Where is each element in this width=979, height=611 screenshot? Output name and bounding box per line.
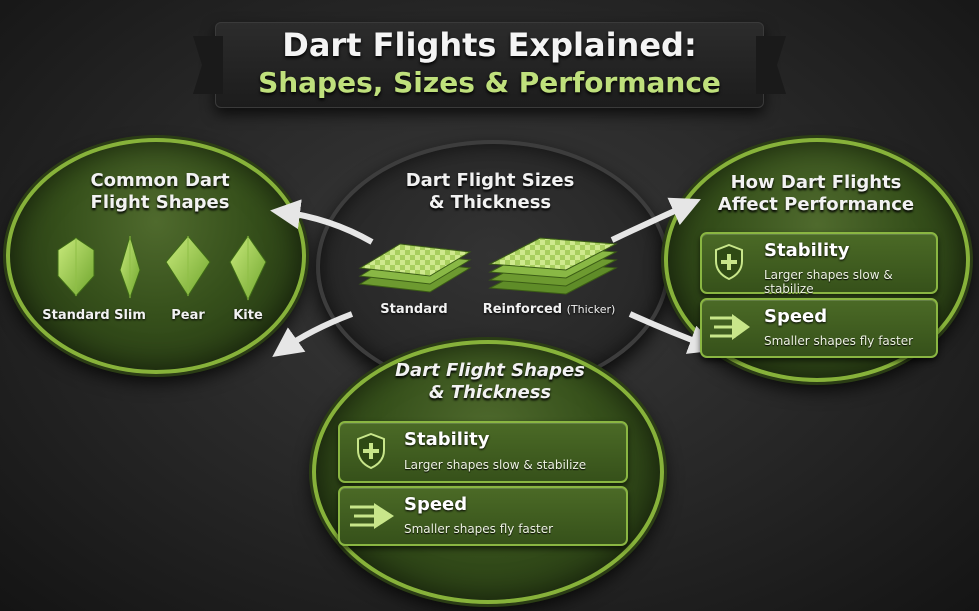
reinforced-label-text: Reinforced [482,302,563,317]
size-label-reinforced: Reinforced (Thicker) [478,302,620,317]
flight-pear-icon [165,235,211,297]
shape-label-kite: Kite [233,308,263,323]
flight-kite-icon [229,235,267,302]
arrow-to-performance [610,197,701,243]
sizes-heading: Dart Flight Sizes & Thickness [380,170,600,213]
bottom-speed-card: Speed Smaller shapes fly faster [338,486,628,546]
performance-heading: How Dart Flights Affect Performance [706,172,926,215]
shapes-heading-line1: Common Dart [90,170,230,191]
flight-standard-icon [57,237,95,297]
shapes-heading: Common Dart Flight Shapes [60,170,260,213]
performance-stability-card: Stability Larger shapes slow & stabilize [700,232,938,296]
bottom-heading: Dart Flight Shapes & Thickness [370,360,610,403]
arrow-to-left-bottom [272,311,354,357]
flight-slim-icon [119,234,141,300]
shape-label-slim: Slim [114,308,146,323]
size-label-standard: Standard [380,302,448,317]
shield-plus-icon [714,243,744,284]
main-subtitle: Shapes, Sizes & Performance [258,66,721,99]
bottom-speed-title: Speed [404,494,468,515]
bottom-heading-line2: & Thickness [428,381,552,403]
shape-label-standard: Standard [42,308,110,323]
reinforced-flight-stack-icon [488,237,618,295]
shield-plus-icon [356,432,386,473]
sizes-heading-line1: Dart Flight Sizes [405,170,575,191]
speed-arrow-icon [350,501,396,535]
arrow-to-speed [628,311,720,354]
bottom-heading-line1: Dart Flight Shapes [395,360,585,381]
sizes-heading-line2: & Thickness [428,191,552,213]
performance-speed-card: Speed Smaller shapes fly faster [700,298,938,358]
title-banner: Dart Flights Explained: Shapes, Sizes & … [215,22,764,108]
main-title: Dart Flights Explained: [282,26,697,64]
performance-stability-subtitle: Larger shapes slow & stabilize [764,268,893,296]
performance-speed-title: Speed [764,306,828,327]
reinforced-note-text: (Thicker) [566,303,616,316]
speed-arrow-icon [710,312,752,346]
shape-label-pear: Pear [171,308,205,323]
bottom-speed-subtitle: Smaller shapes fly faster [404,522,554,536]
bottom-stability-title: Stability [404,429,490,450]
performance-heading-line2: Affect Performance [717,193,915,215]
shapes-heading-line2: Flight Shapes [90,191,230,213]
performance-speed-subtitle: Smaller shapes fly faster [764,334,914,348]
standard-flight-stack-icon [358,243,472,293]
bottom-stability-subtitle: Larger shapes slow & stabilize [404,458,587,472]
performance-heading-line1: How Dart Flights [730,172,902,193]
bottom-stability-card: Stability Larger shapes slow & stabilize [338,421,628,483]
arrow-to-shapes [270,199,374,245]
performance-stability-title: Stability [764,240,850,261]
